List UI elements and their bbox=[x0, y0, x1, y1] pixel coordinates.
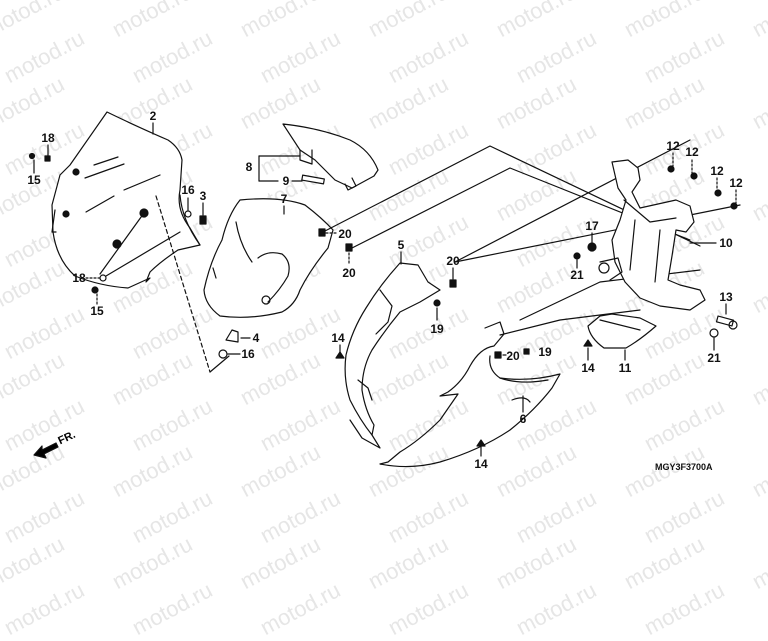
watermark-text: motod.ru bbox=[256, 577, 345, 641]
part-callout-bolt[interactable]: 12 bbox=[710, 164, 724, 178]
part-callout-windscreen[interactable]: 2 bbox=[149, 109, 157, 123]
part-callout-grommet[interactable]: 20 bbox=[338, 227, 352, 241]
part-callout-bolt[interactable]: 13 bbox=[719, 290, 733, 304]
part-callout-cowl-stay[interactable]: 10 bbox=[719, 236, 733, 250]
watermark-text: motod.ru bbox=[384, 577, 473, 641]
part-callout-screw[interactable]: 14 bbox=[331, 331, 345, 345]
part-callout-lower-cover[interactable]: 11 bbox=[618, 361, 632, 375]
part-callout-grommet[interactable]: 20 bbox=[506, 349, 520, 363]
part-callout-bolt[interactable]: 21 bbox=[707, 351, 721, 365]
part-callout-grommet[interactable]: 20 bbox=[446, 254, 460, 268]
watermark-text: motod.ru bbox=[640, 577, 729, 641]
part-callout-screw[interactable]: 14 bbox=[474, 457, 488, 471]
part-callout-nut[interactable]: 17 bbox=[585, 219, 599, 233]
inner-cowl-part[interactable] bbox=[344, 262, 441, 449]
part-callout-clip[interactable]: 19 bbox=[430, 322, 444, 336]
part-callout-bracket[interactable]: 4 bbox=[252, 331, 260, 345]
part-callout-clip[interactable]: 3 bbox=[199, 189, 207, 203]
part-callout-meter-visor[interactable]: 8 bbox=[245, 160, 253, 174]
part-callout-grommet[interactable]: 20 bbox=[342, 266, 356, 280]
part-callout-nut[interactable]: 16 bbox=[181, 183, 195, 197]
part-callout-bolt[interactable]: 21 bbox=[570, 268, 584, 282]
part-callout-clip[interactable]: 19 bbox=[538, 345, 552, 359]
part-callout-bolt[interactable]: 12 bbox=[729, 176, 743, 190]
diagram-drawing bbox=[28, 111, 741, 468]
windscreen-part[interactable] bbox=[51, 111, 201, 289]
part-callout-side-cowl[interactable]: 6 bbox=[519, 412, 527, 426]
lower-cover-part[interactable] bbox=[587, 313, 657, 349]
part-callout-screw[interactable]: 14 bbox=[581, 361, 595, 375]
watermark-text: motod.ru bbox=[0, 577, 89, 641]
part-callout-bolt[interactable]: 12 bbox=[685, 145, 699, 159]
part-callout-upper-cowl[interactable]: 7 bbox=[280, 192, 288, 206]
part-callout-screw[interactable]: 15 bbox=[90, 304, 104, 318]
diagram-code: MGY3F3700A bbox=[655, 462, 713, 472]
part-callout-washer[interactable]: 18 bbox=[41, 131, 55, 145]
front-direction-arrow-icon bbox=[33, 442, 59, 459]
upper-cowl-part[interactable] bbox=[203, 198, 334, 318]
part-callout-inner-cowl[interactable]: 5 bbox=[397, 238, 405, 252]
side-cowl-part[interactable] bbox=[379, 321, 561, 468]
watermark-text: motod.ru bbox=[128, 577, 217, 641]
cowl-stay-part[interactable] bbox=[598, 159, 706, 311]
part-callout-pin[interactable]: 9 bbox=[282, 174, 290, 188]
part-callout-screw[interactable]: 15 bbox=[27, 173, 41, 187]
part-callout-bolt[interactable]: 12 bbox=[666, 139, 680, 153]
part-callout-nut[interactable]: 16 bbox=[241, 347, 255, 361]
meter-visor-part[interactable] bbox=[282, 123, 379, 191]
part-callout-washer[interactable]: 18 bbox=[72, 271, 86, 285]
watermark-text: motod.ru bbox=[512, 577, 601, 641]
